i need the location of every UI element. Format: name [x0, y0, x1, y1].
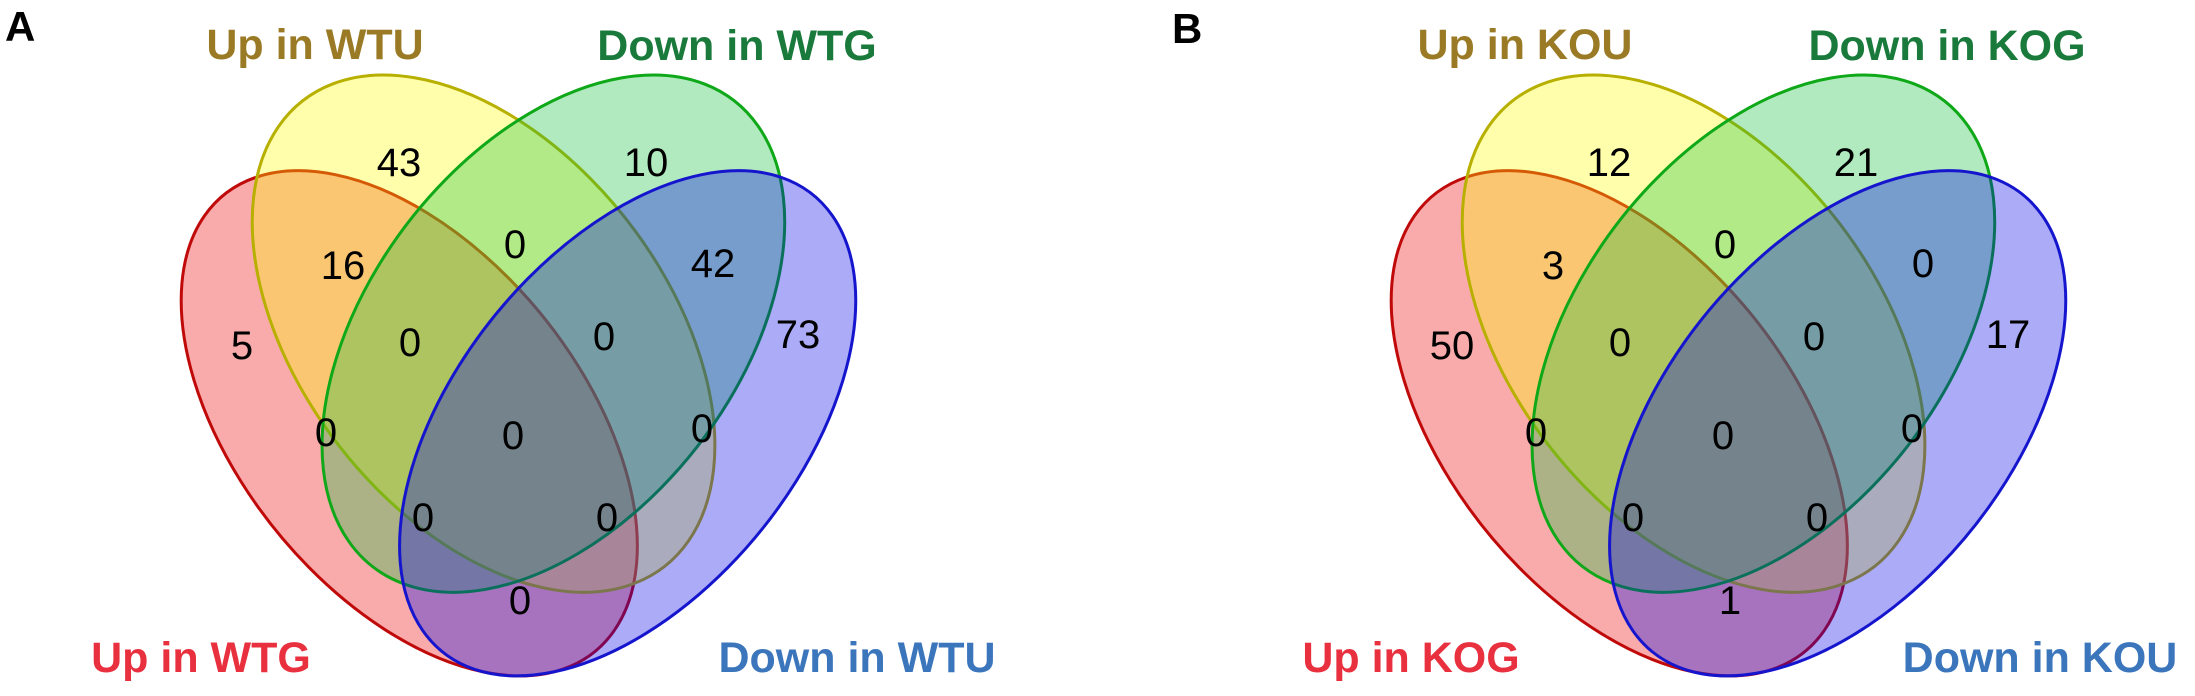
ellipse-up-in-wtu: [171, 0, 796, 696]
panel-letter-a: A: [5, 3, 35, 50]
region-count-ry-panel-b: 3: [1542, 244, 1564, 288]
region-count-rb-panel-a: 0: [509, 579, 531, 623]
set-label-up-in-wtg: Up in WTG: [91, 634, 311, 682]
venn-panel-a: 43 10 16 0 42 5 0 0 73 0 0 0 0 0 0 Up in WTU Down in WTG…: [5, 0, 996, 696]
ellipse-up-in-kog: [1314, 72, 1924, 696]
region-count-rgb-panel-a: 0: [412, 496, 434, 540]
ellipse-up-in-wtg: [104, 72, 714, 696]
region-count-gb-panel-a: 42: [691, 242, 736, 286]
region-count-gb-panel-b: 0: [1912, 242, 1934, 286]
region-count-ryb-panel-a: 0: [596, 496, 618, 540]
region-count-yb-panel-b: 0: [1901, 407, 1923, 451]
region-count-yb-panel-a: 0: [691, 407, 713, 451]
ellipse-up-in-kou: [1381, 0, 2006, 696]
region-count-rb-panel-b: 1: [1719, 579, 1741, 623]
set-label-up-in-wtu: Up in WTU: [206, 21, 423, 69]
region-count-ryg-panel-b: 0: [1609, 321, 1631, 365]
ellipse-down-in-wtg: [241, 0, 866, 696]
ellipse-group: [104, 0, 933, 696]
region-count-r-panel-a: 5: [231, 324, 253, 368]
region-count-ryb-panel-b: 0: [1806, 496, 1828, 540]
set-label-down-in-wtu: Down in WTU: [718, 634, 995, 682]
panel-letter-b: B: [1172, 5, 1202, 52]
region-count-y-panel-b: 12: [1587, 141, 1632, 185]
ellipse-down-in-kog: [1451, 0, 2076, 696]
ellipse-group: [1314, 0, 2143, 696]
region-count-b-panel-b: 17: [1986, 313, 2031, 357]
region-count-y-panel-a: 43: [377, 141, 422, 185]
set-label-down-in-kou: Down in KOU: [1903, 634, 2178, 682]
region-count-b-panel-a: 73: [776, 313, 821, 357]
region-count-rg-panel-a: 0: [315, 411, 337, 455]
region-count-g-panel-b: 21: [1834, 141, 1879, 185]
region-count-r-panel-b: 50: [1430, 324, 1475, 368]
region-count-ryg-panel-a: 0: [399, 321, 421, 365]
ellipse-down-in-kou: [1533, 72, 2143, 696]
set-label-down-in-wtg: Down in WTG: [597, 22, 876, 70]
region-count-g-panel-a: 10: [624, 141, 669, 185]
region-count-rygb-panel-b: 0: [1712, 414, 1734, 458]
region-count-ry-panel-a: 16: [321, 244, 366, 288]
ellipse-down-in-wtu: [323, 72, 933, 696]
region-count-ygb-panel-a: 0: [593, 315, 615, 359]
region-count-rygb-panel-a: 0: [502, 414, 524, 458]
set-label-down-in-kog: Down in KOG: [1808, 22, 2085, 70]
set-label-up-in-kou: Up in KOU: [1418, 21, 1633, 69]
region-count-yg-panel-a: 0: [504, 223, 526, 267]
set-label-up-in-kog: Up in KOG: [1302, 634, 1519, 682]
region-count-ygb-panel-b: 0: [1803, 315, 1825, 359]
region-count-yg-panel-b: 0: [1714, 223, 1736, 267]
region-count-rg-panel-b: 0: [1525, 411, 1547, 455]
region-count-rgb-panel-b: 0: [1622, 496, 1644, 540]
